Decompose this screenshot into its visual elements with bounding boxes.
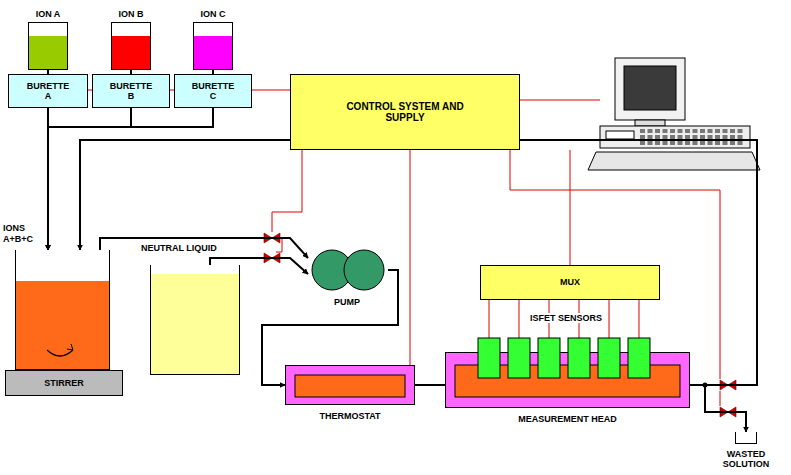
node-label: WASTED SOLUTION [716,449,776,470]
sensor-array [445,352,690,408]
reagent-bottle: ION A [28,22,68,70]
node-label: PUMP [334,297,360,307]
fluid-pipe [80,140,757,385]
node-label: NEUTRAL LIQUID [141,243,217,253]
control-box: CONTROL SYSTEM AND SUPPLY [290,74,520,150]
burette-box: BURETTE A [8,74,88,108]
control-wire [489,300,490,338]
node-label: CONTROL SYSTEM AND SUPPLY [340,101,470,124]
beaker: NEUTRAL LIQUID [150,265,240,375]
node-label: BURETTE A [23,81,73,102]
reagent-bottle: ION C [193,22,233,70]
control-wire [410,150,411,365]
control-wire [570,150,571,265]
waste-tray: WASTED SOLUTION [735,432,757,444]
node-label: ION A [36,9,61,19]
node-label: BURETTE C [188,81,238,102]
node-label: ION B [118,9,143,19]
sensor-label: ISFET SENSORS [528,313,604,323]
node-label: ION C [200,9,225,19]
stirrer-box: STIRRER [5,370,123,396]
fluid-pipe [48,108,213,250]
node-label: STIRRER [44,378,84,388]
thermostat-core [285,365,415,405]
node-label: BURETTE B [106,81,156,102]
fluid-pipe [690,385,746,432]
measurement-head: MEASUREMENT HEAD [445,352,690,408]
node-label: IONS A+B+C [3,223,43,244]
reagent-bottle: ION B [111,22,151,70]
thermostat: THERMOSTAT [285,365,415,405]
fluid-pipe [415,384,445,386]
stir-swirl [15,250,110,370]
mux-box: MUX [480,265,660,300]
node-label: MEASUREMENT HEAD [518,414,617,424]
pump-symbol [308,248,388,292]
node-label: MUX [560,277,580,287]
pump: PUMP [308,248,388,292]
burette-box: BURETTE B [92,74,170,108]
fluid-pipe [48,108,131,250]
control-wire [252,90,290,91]
node-label: THERMOSTAT [319,411,380,421]
beaker: IONS A+B+C [15,250,110,370]
burette-box: BURETTE C [174,74,252,108]
